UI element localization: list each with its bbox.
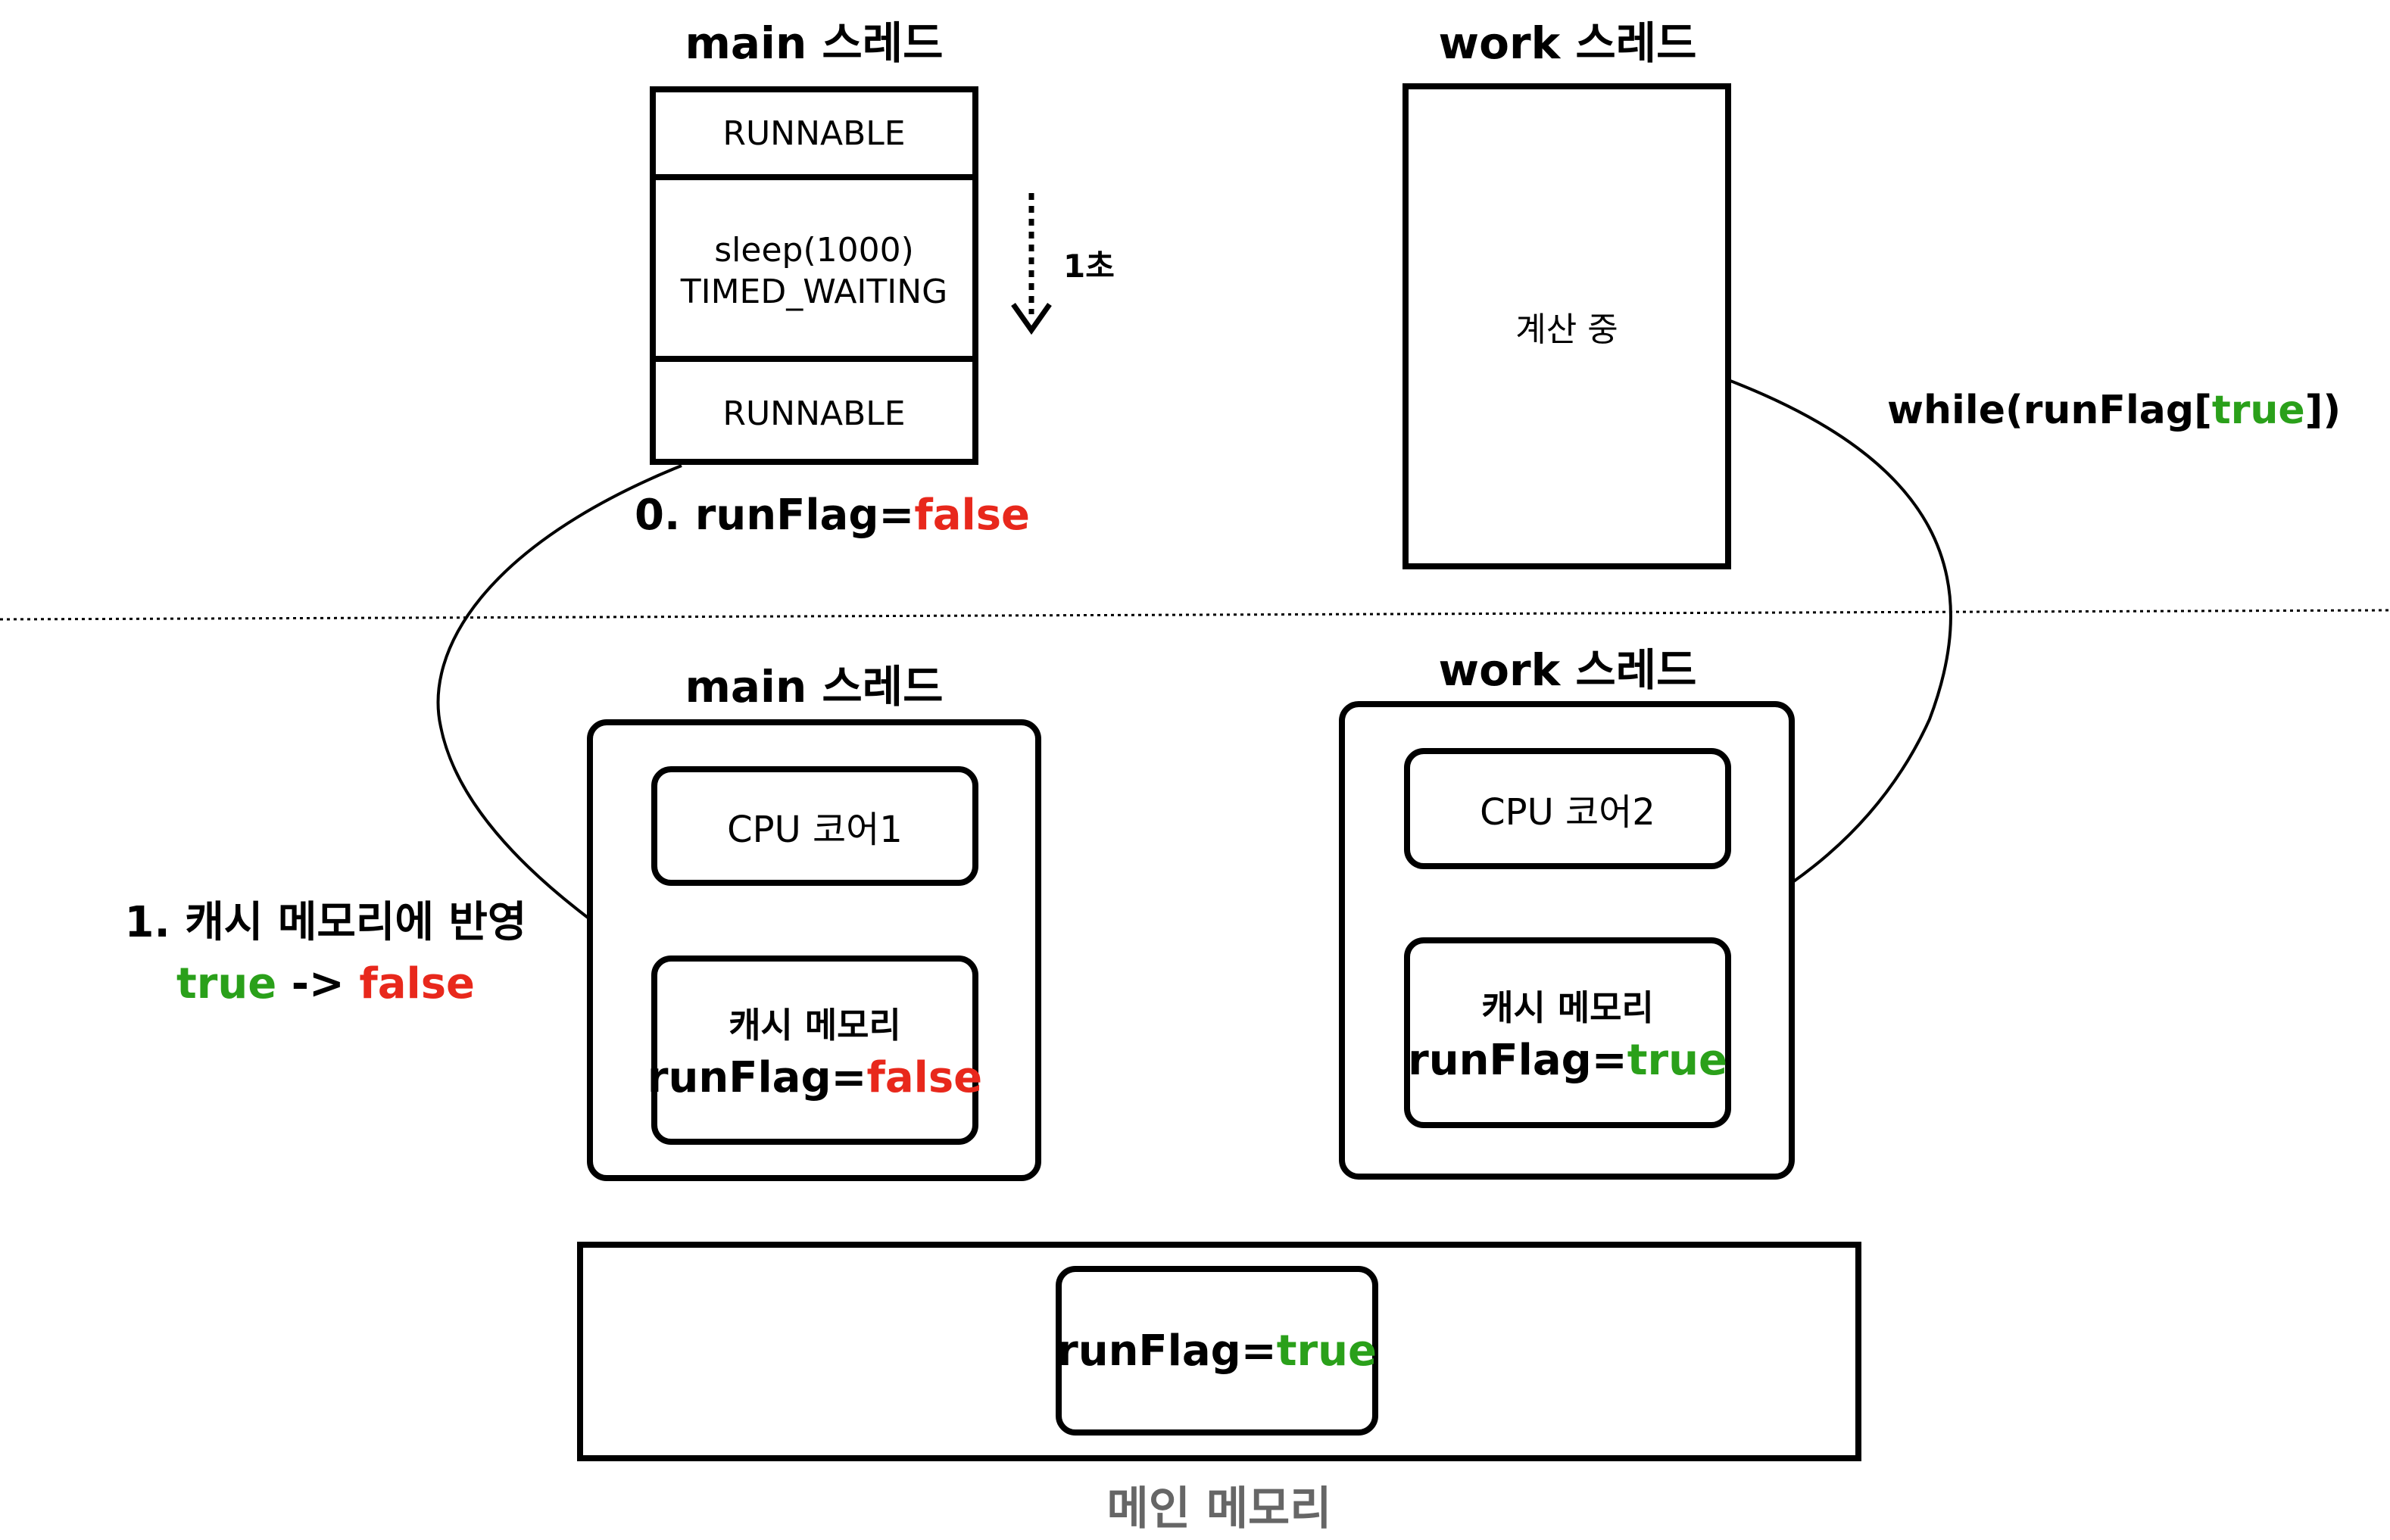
state-timed-waiting: sleep(1000) TIMED_WAITING bbox=[656, 174, 972, 362]
cpu-core2: CPU 코어2 bbox=[1404, 748, 1731, 869]
work-status: 계산 중 bbox=[1515, 310, 1618, 349]
work-thread-title: work 스레드 bbox=[1438, 17, 1697, 69]
work-thread-box: 계산 중 bbox=[1402, 83, 1731, 569]
main-memory-label: 메인 메모리 bbox=[1106, 1482, 1332, 1535]
main-cache-memory: 캐시 메모리 runFlag=false bbox=[647, 955, 982, 1145]
work-cache-memory: 캐시 메모리 runFlag=true bbox=[1404, 937, 1731, 1128]
cpu-core1: CPU 코어1 bbox=[651, 766, 978, 886]
section-divider bbox=[0, 609, 2390, 621]
bottom-work-thread-title: work 스레드 bbox=[1438, 644, 1697, 696]
main-thread-state-stack: RUNNABLE sleep(1000) TIMED_WAITING RUNNA… bbox=[650, 86, 978, 465]
main-thread-title: main 스레드 bbox=[685, 17, 944, 69]
loop-label: while(runFlag[true]) bbox=[1887, 388, 2342, 433]
bottom-main-thread-title: main 스레드 bbox=[685, 661, 944, 712]
state-runnable-2: RUNNABLE bbox=[656, 356, 972, 465]
main-memory-value: runFlag=true bbox=[1056, 1266, 1378, 1436]
duration-label: 1초 bbox=[1063, 248, 1115, 285]
step1-label: 1. 캐시 메모리에 반영 true -> false bbox=[124, 898, 527, 1009]
duration-arrowhead bbox=[1011, 302, 1052, 335]
state-runnable-1: RUNNABLE bbox=[722, 114, 906, 153]
action0-label: 0. runFlag=false bbox=[635, 491, 1031, 540]
main-to-cache-arrow bbox=[436, 464, 682, 963]
